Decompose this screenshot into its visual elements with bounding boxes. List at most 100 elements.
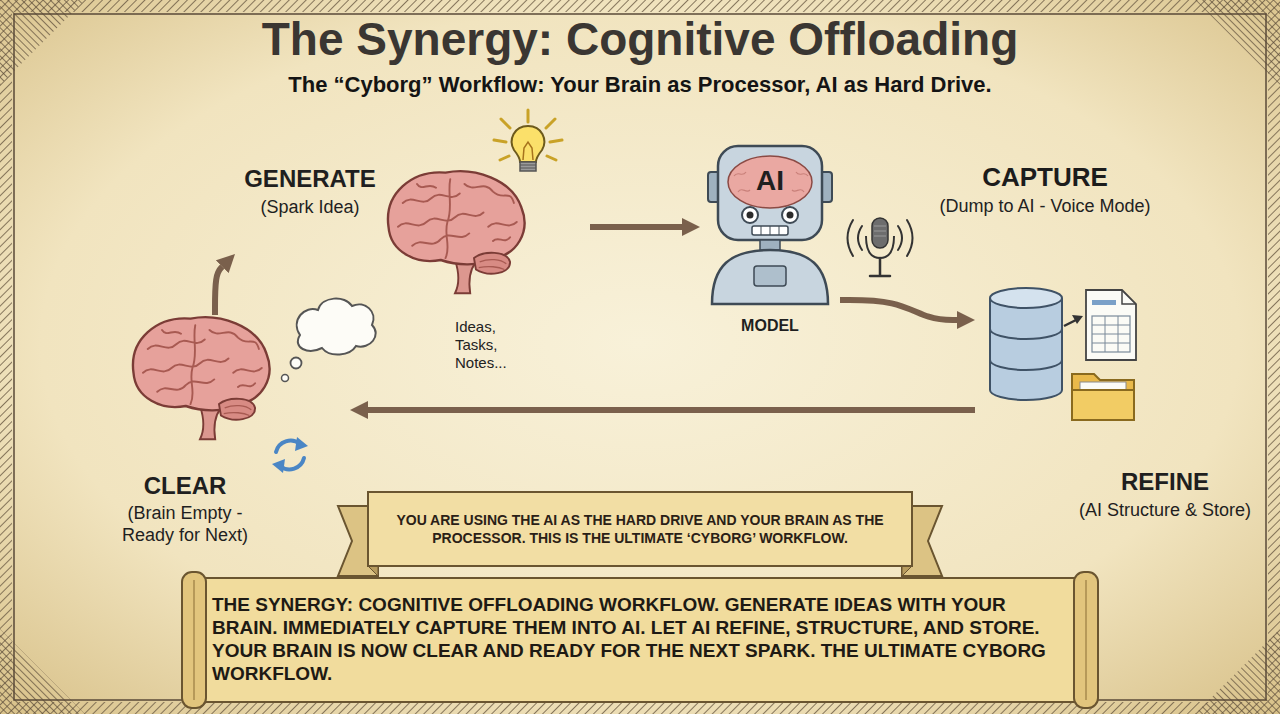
robot-illustration xyxy=(742,207,758,223)
folder-icon xyxy=(1072,374,1134,420)
thought-bubble xyxy=(282,375,289,382)
robot-illustration xyxy=(712,250,828,304)
text-slot: YOU ARE USING THE AI AS THE HARD DRIVE A… xyxy=(382,496,898,562)
flow-arrow xyxy=(215,267,222,315)
robot-illustration xyxy=(761,226,779,235)
lightbulb-icon xyxy=(494,110,562,171)
caption-scroll xyxy=(194,580,1086,700)
diagram-title: The Synergy: Cognitive Offloading xyxy=(262,12,1018,67)
robot-illustration xyxy=(718,146,822,240)
step-subtitle: (AI Structure & Store) xyxy=(1079,500,1251,522)
document-icon xyxy=(1122,290,1136,304)
step-subtitle: (Dump to AI - Voice Mode) xyxy=(939,196,1150,218)
step-heading: CAPTURE xyxy=(982,162,1108,193)
hatched-corner xyxy=(1195,0,1280,85)
step-heading: REFINE xyxy=(1121,468,1209,497)
arrow-path xyxy=(215,267,222,315)
text-slot: CLEAR xyxy=(110,472,260,501)
banner-ribbon xyxy=(902,566,912,576)
thought-bubble xyxy=(291,358,302,369)
subtitle: The “Cyborg” Workflow: Your Brain as Pro… xyxy=(288,72,991,98)
brain-illustration xyxy=(388,171,524,293)
robot-caption: MODEL xyxy=(741,316,799,335)
text-slot: (Dump to AI - Voice Mode) xyxy=(920,196,1170,218)
microphone-icon xyxy=(866,236,894,258)
lightbulb-icon xyxy=(523,142,533,160)
hatched-corner xyxy=(0,629,85,714)
store-arrow xyxy=(1072,315,1083,324)
brain-illustration xyxy=(133,317,269,439)
flow-arrow xyxy=(590,227,682,228)
microphone-icon xyxy=(848,218,913,276)
document-icon xyxy=(1092,316,1130,352)
database-icon xyxy=(990,288,1062,308)
banner-ribbon xyxy=(368,566,378,576)
microphone-icon xyxy=(870,258,890,276)
document-icon xyxy=(1092,300,1116,305)
microphone-icon xyxy=(872,218,888,248)
text-slot: THE SYNERGY: COGNITIVE OFFLOADING WORKFL… xyxy=(212,584,1068,696)
store-arrow xyxy=(1064,315,1083,326)
folder-icon xyxy=(1072,374,1134,420)
hatched-corner xyxy=(0,0,85,85)
database-icon xyxy=(990,288,1062,400)
banner-text: YOU ARE USING THE AI AS THE HARD DRIVE A… xyxy=(382,511,898,547)
folder-icon xyxy=(1072,390,1134,420)
step-heading: CLEAR xyxy=(144,472,227,501)
banner-ribbon xyxy=(338,492,942,576)
thought-bubble xyxy=(282,299,376,382)
text-slot: GENERATE xyxy=(235,165,385,194)
database-icon xyxy=(990,329,1062,370)
thought-bubble xyxy=(297,299,376,355)
lightbulb-icon xyxy=(512,126,545,162)
robot-illustration xyxy=(708,146,832,304)
arrow-path xyxy=(590,224,682,230)
text-slot: (AI Structure & Store) xyxy=(1055,500,1275,522)
step-heading: GENERATE xyxy=(244,165,376,194)
document-icon xyxy=(1086,290,1136,360)
flow-arrow xyxy=(368,410,975,411)
caption-scroll xyxy=(196,578,1084,702)
robot-illustration xyxy=(747,212,754,219)
step-subtitle: (Spark Idea) xyxy=(260,197,359,219)
refresh-icon xyxy=(272,437,308,473)
caption-scroll xyxy=(182,572,1098,708)
arrow-path xyxy=(368,407,975,413)
robot-illustration xyxy=(728,156,812,208)
robot-label: AI xyxy=(756,164,784,198)
microphone-icon xyxy=(874,226,886,236)
text-slot: MODEL xyxy=(715,316,825,335)
robot-illustration xyxy=(782,207,798,223)
caption-text: THE SYNERGY: COGNITIVE OFFLOADING WORKFL… xyxy=(212,594,1068,685)
refine-step: REFINE (AI Structure & Store) xyxy=(975,280,1270,545)
text-slot: REFINE xyxy=(1075,468,1255,497)
robot-illustration xyxy=(754,266,786,286)
step-subtitle: (Brain Empty - Ready for Next) xyxy=(105,503,265,546)
flow-note: Ideas, Tasks, Notes... xyxy=(455,318,527,372)
text-slot: The “Cyborg” Workflow: Your Brain as Pro… xyxy=(40,72,1240,98)
hatched-corner xyxy=(1195,629,1280,714)
lightbulb-icon xyxy=(520,162,536,171)
document-icon xyxy=(1086,290,1136,360)
text-slot: Ideas, Tasks, Notes... xyxy=(455,318,527,372)
clear-step: CLEAR(Brain Empty - Ready for Next) xyxy=(95,315,350,555)
robot-illustration xyxy=(760,240,780,250)
refresh-icon xyxy=(295,437,308,451)
store-arrow xyxy=(1064,320,1076,326)
ai-model-robot: AI MODEL xyxy=(700,140,840,345)
text-slot: (Spark Idea) xyxy=(235,197,385,219)
generate-step: GENERATE (Spark Idea) xyxy=(235,159,590,295)
text-slot: CAPTURE xyxy=(930,162,1160,193)
banner-ribbon xyxy=(368,492,912,566)
flow-arrow xyxy=(840,300,957,320)
robot-illustration xyxy=(787,212,794,219)
lightbulb-icon xyxy=(520,165,536,168)
arrow-path xyxy=(840,300,957,320)
document-icon xyxy=(1092,316,1130,352)
text-slot: (Brain Empty - Ready for Next) xyxy=(105,503,265,546)
